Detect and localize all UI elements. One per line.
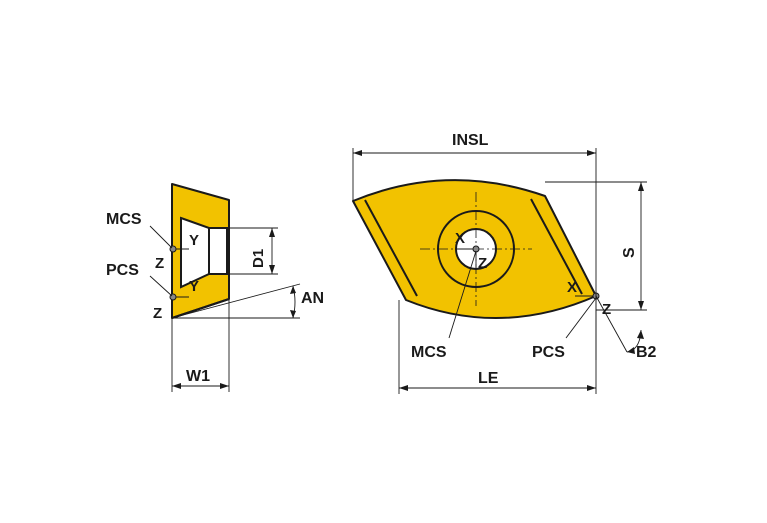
an-ext-slope <box>171 283 301 319</box>
top-view-x-label-mcs: X <box>455 230 465 247</box>
top-view-pcs-label: PCS <box>532 344 565 361</box>
s-arrow-bottom <box>638 301 644 310</box>
side-view-mcs-leader <box>149 225 173 249</box>
an-arrow-top <box>290 286 296 294</box>
d1-arrow-top <box>269 228 275 237</box>
top-view-x-label-pcs: X <box>567 279 577 296</box>
an-arrow-bottom <box>290 310 296 318</box>
side-view-y-label-mcs: Y <box>189 232 199 249</box>
side-view-mcs-label: MCS <box>106 211 142 228</box>
side-view-y-label-pcs: Y <box>189 278 199 295</box>
le-label: LE <box>478 370 499 387</box>
top-view-pcs-leader <box>565 297 597 339</box>
side-view: MCS PCS Z Y Z Y D1 AN W1 <box>106 183 324 392</box>
d1-arrow-bottom <box>269 265 275 274</box>
s-label: S <box>621 247 638 258</box>
b2-arrow-bottom <box>627 347 635 354</box>
top-view-z-label-mcs: Z <box>478 255 487 272</box>
side-view-z-label-pcs: Z <box>153 305 162 322</box>
side-view-pcs-leader <box>149 275 173 297</box>
top-view: INSL S LE B2 X Z X Z MCS PCS <box>352 132 657 394</box>
insl-arrow-left <box>353 150 362 156</box>
w1-arrow-left <box>172 383 181 389</box>
top-view-right-flank <box>530 198 583 295</box>
insl-label: INSL <box>452 132 489 149</box>
le-arrow-left <box>399 385 408 391</box>
d1-label: D1 <box>250 249 267 268</box>
side-view-pcs-label: PCS <box>106 262 139 279</box>
insl-arrow-right <box>587 150 596 156</box>
side-view-z-label-mcs: Z <box>155 255 164 272</box>
le-arrow-right <box>587 385 596 391</box>
top-view-left-flank <box>364 199 418 297</box>
side-view-bottom-line <box>171 298 230 319</box>
s-arrow-top <box>638 182 644 191</box>
top-view-mcs-leader <box>448 250 477 339</box>
top-view-z-label-pcs: Z <box>602 301 611 318</box>
b2-label: B2 <box>636 344 657 361</box>
an-label: AN <box>301 290 324 307</box>
w1-label: W1 <box>186 368 210 385</box>
b2-ext-slope <box>595 295 628 353</box>
b2-arrow-top <box>637 330 644 339</box>
top-view-mcs-label: MCS <box>411 344 447 361</box>
w1-arrow-right <box>220 383 229 389</box>
